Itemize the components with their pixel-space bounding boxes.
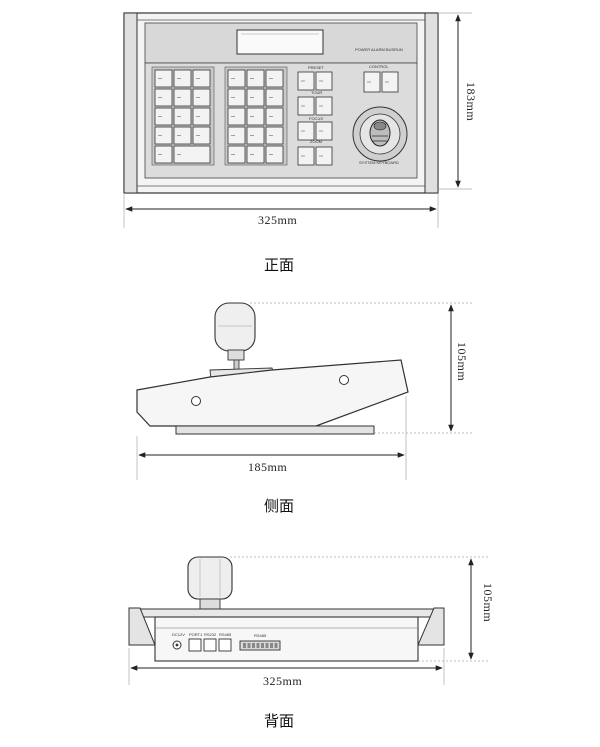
function-key [315, 96, 333, 116]
function-key [315, 146, 333, 166]
keypad-key [227, 145, 246, 164]
keypad-key [173, 69, 192, 88]
keypad-key [227, 107, 246, 126]
group-label-focus: FOCUS [309, 116, 323, 121]
port-label-rs232: RS232 [204, 632, 217, 637]
group-label-preset: PRESET [308, 65, 325, 70]
keypad-key [246, 107, 265, 126]
port-label-rs485: RS485 [219, 632, 232, 637]
port-label-rs485-dip: RS485 [254, 633, 267, 638]
lcd-display [236, 29, 324, 55]
keypad-key [192, 88, 211, 107]
function-key [315, 71, 333, 91]
keypad-key [227, 69, 246, 88]
back-dimensions [128, 556, 490, 685]
dip-switch-toggle [252, 643, 255, 648]
dip-switch-toggle [270, 643, 273, 648]
keypad-key [246, 126, 265, 145]
keypad-key [265, 107, 284, 126]
group-label-tour: TOUR [311, 90, 322, 95]
keypad-key [154, 107, 173, 126]
keypad-key [154, 88, 173, 107]
keypad-key [227, 88, 246, 107]
side-view [136, 302, 409, 435]
back-height-label: 105mm [481, 583, 495, 623]
front-view-caption: 正面 [263, 256, 294, 274]
dip-switch-toggle [261, 643, 264, 648]
function-key [297, 146, 315, 166]
keypad-key [192, 126, 211, 145]
back-view-caption: 背面 [263, 712, 294, 730]
keypad-key-wide [173, 145, 211, 164]
side-view-caption: 侧面 [263, 497, 294, 515]
port-label-dc12v: DC12V [172, 632, 185, 637]
keypad-key [265, 126, 284, 145]
keypad-key [173, 107, 192, 126]
status-leds-label: POWER ALARM BUSRUN [355, 47, 403, 52]
port-label-port1: PORT1 [189, 632, 203, 637]
keypad-key [265, 145, 284, 164]
keypad-key [154, 126, 173, 145]
keypad-key [173, 126, 192, 145]
keypad-key [154, 145, 173, 164]
keypad-key [192, 107, 211, 126]
front-view: POWER ALARM BUSRUN SYSTEM KEYBOARD CONTR… [123, 12, 439, 194]
front-dimensions [123, 12, 472, 228]
keypad-key [227, 126, 246, 145]
side-height-label: 105mm [455, 342, 469, 382]
front-width-label: 325mm [258, 213, 298, 227]
dip-switch-toggle [256, 643, 260, 648]
function-key [315, 121, 333, 141]
keypad-key [246, 145, 265, 164]
side-depth-label: 185mm [248, 460, 288, 474]
brand-text: SYSTEM KEYBOARD [359, 160, 399, 165]
keypad-key [246, 88, 265, 107]
joystick [352, 106, 408, 162]
front-height-label: 183mm [464, 82, 478, 122]
function-key [297, 121, 315, 141]
dip-switch-toggle [274, 643, 278, 648]
dip-switch [243, 643, 278, 648]
keypad-key [192, 69, 211, 88]
back-width-label: 325mm [263, 674, 303, 688]
group-label-zoom: ZOOM [310, 139, 322, 144]
back-view: DC12V PORT1 RS232 RS485 RS485 [128, 556, 445, 662]
function-key [297, 96, 315, 116]
keypad-key [265, 88, 284, 107]
dip-switch-toggle [247, 643, 251, 648]
side-dimensions [136, 302, 472, 480]
dip-switch-toggle [243, 643, 246, 648]
keypad-key [265, 69, 284, 88]
control-key [381, 71, 399, 93]
keypad-key [246, 69, 265, 88]
keypad-key [173, 88, 192, 107]
keypad-key [154, 69, 173, 88]
function-key [297, 71, 315, 91]
group-label-control: CONTROL [369, 64, 389, 69]
dip-switch-toggle [265, 643, 269, 648]
front-keypads [151, 66, 399, 166]
control-key [363, 71, 381, 93]
